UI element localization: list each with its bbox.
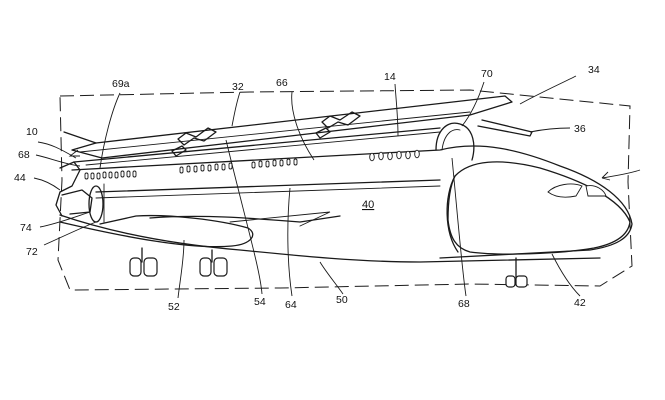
windows-front: [369, 149, 420, 162]
label-34: 34: [588, 64, 600, 76]
label-52: 52: [168, 301, 180, 313]
cockpit-window: [547, 183, 583, 198]
nose-join-arc: [446, 175, 459, 253]
cabin-top-inner: [85, 131, 441, 166]
dashed-envelope: [57, 89, 633, 291]
label-10: 10: [26, 126, 38, 138]
label-14: 14: [384, 71, 396, 83]
label-69a: 69a: [112, 78, 130, 90]
extension-strip: [477, 119, 533, 137]
label-66: 66: [276, 77, 288, 89]
label-68-left: 68: [18, 149, 30, 161]
label-40: 40: [362, 199, 374, 211]
label-64: 64: [285, 299, 297, 311]
cabin-top-edge: [73, 127, 441, 163]
nose-outline: [447, 161, 631, 255]
fuselage-top: [71, 145, 633, 259]
arrow-10: [68, 149, 80, 157]
windows-rear: [84, 170, 137, 180]
wing-flap: [229, 211, 331, 227]
label-68-right: 68: [458, 298, 470, 310]
nose-gear: [505, 257, 528, 288]
label-54: 54: [254, 296, 266, 308]
cabin-floor-inner: [95, 185, 441, 199]
label-42: 42: [574, 297, 586, 309]
main-gear-2: [199, 249, 228, 277]
roof-fitting-left: [171, 127, 217, 157]
main-gear-1: [129, 247, 158, 277]
label-44: 44: [14, 172, 26, 184]
label-36: 36: [574, 123, 586, 135]
tail-cone: [61, 189, 93, 215]
label-32: 32: [232, 81, 244, 93]
cabin-floor-line: [95, 179, 441, 193]
arrow-nose: [601, 169, 641, 181]
cabin-front-frame: [435, 122, 475, 161]
label-70: 70: [481, 68, 493, 80]
wing: [59, 214, 254, 248]
wing-root: [149, 215, 341, 223]
fuselage-bottom: [59, 214, 601, 263]
cabin-front-frame-inner: [441, 129, 461, 151]
roof-fitting-right: [315, 111, 361, 139]
label-50: 50: [336, 294, 348, 306]
leader-lines: [33, 75, 581, 299]
label-74: 74: [20, 222, 32, 234]
roof-underside: [79, 111, 471, 153]
cockpit-window-2: [585, 185, 607, 197]
roof-panel-rear: [63, 131, 97, 144]
tail-outline: [55, 161, 81, 217]
label-72: 72: [26, 246, 38, 258]
